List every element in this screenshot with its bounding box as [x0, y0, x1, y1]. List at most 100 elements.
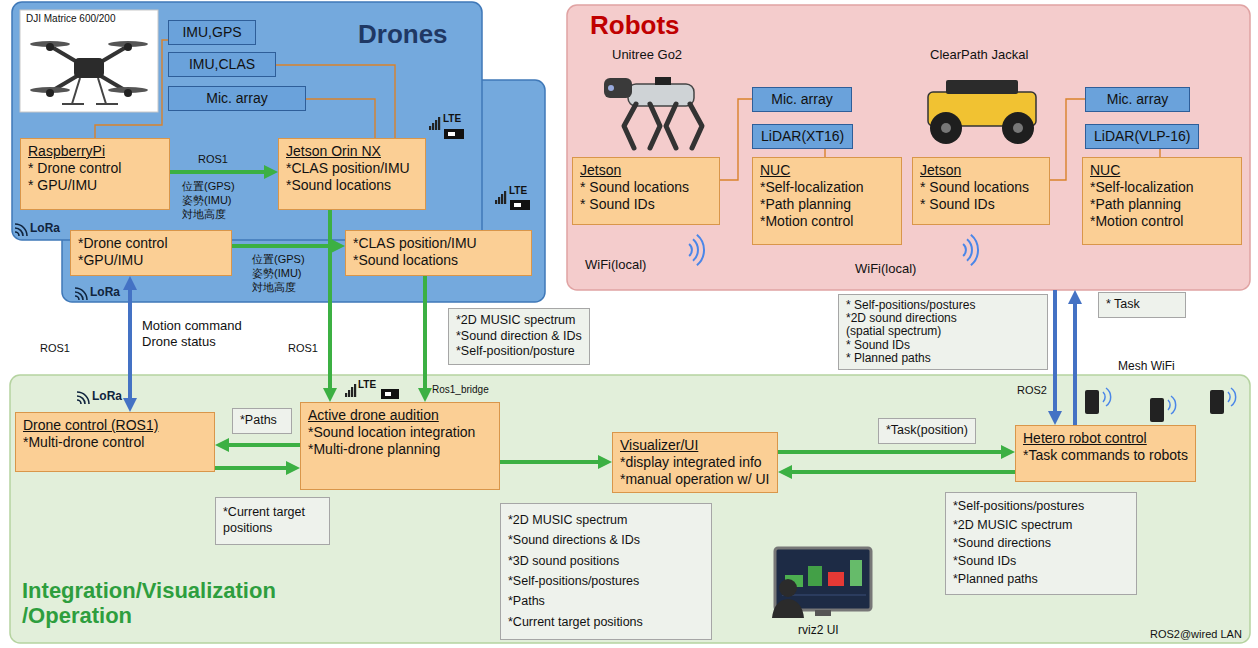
box-heading: Jetson Orin NX [286, 143, 381, 160]
lte-icon [501, 194, 503, 204]
lora-label: LoRa [90, 286, 120, 300]
monitor-picture [815, 610, 831, 616]
data-note: *Paths [232, 408, 292, 434]
rover-picture [1002, 112, 1034, 144]
edge-label: 位置(GPS) 姿勢(IMU) 対地高度 [252, 253, 312, 294]
process-box: Hetero robot control*Task commands to ro… [1015, 425, 1196, 482]
lte-icon [448, 132, 455, 136]
router-icon [1231, 388, 1236, 406]
box-text: *Sound location integration [308, 424, 475, 441]
box-text: * Sound IDs [580, 196, 655, 213]
router-icon [1150, 398, 1164, 422]
box-text: *Motion control [760, 213, 853, 230]
drone-photo [46, 89, 54, 97]
lora-icon [77, 392, 89, 404]
lora-icon [75, 296, 79, 300]
process-box: *CLAS position/IMU*Sound locations [345, 230, 532, 276]
note-text: *Task(position) [886, 423, 968, 439]
drone-photo [72, 78, 80, 104]
connector-line [720, 99, 752, 180]
router-icon [1085, 388, 1236, 422]
note-text: *2D MUSIC spectrum [456, 313, 575, 329]
lora-icon [75, 292, 83, 300]
note-text: *2D sound directions (spatial spectrum) [846, 312, 1040, 338]
wifi-icon [697, 235, 704, 266]
region-title: Drones [358, 20, 448, 50]
sensor-label: Mic. array [771, 91, 832, 108]
connector-arrow [328, 210, 332, 394]
connector-arrow [170, 170, 270, 174]
box-heading: RaspberryPi [28, 143, 105, 160]
lora-icon [75, 288, 87, 300]
note-text: *Sound directions & IDs [508, 533, 640, 549]
note-text: *3D sound positions [508, 554, 619, 570]
connector-arrow [500, 460, 604, 464]
note-text: *2D MUSIC spectrum [953, 518, 1072, 534]
network-label: ROS2@wired LAN [1150, 628, 1242, 641]
connector-line [306, 99, 375, 138]
data-note: * Self-positions/postures*2D sound direc… [838, 294, 1048, 370]
note-text: *Sound direction & IDs [456, 329, 582, 345]
robot-dog-picture [604, 78, 632, 98]
robot-dog-picture [666, 104, 676, 148]
rover-picture [941, 123, 951, 133]
sensor-box: Mic. array [752, 87, 852, 112]
protocol-label: ROS1 [288, 342, 318, 355]
box-heading: Drone control (ROS1) [23, 417, 158, 434]
lte-icon [438, 117, 440, 130]
wifi-icon [963, 244, 966, 256]
box-text: *CLAS position/IMU [286, 160, 410, 177]
robot-name: Unitree Go2 [612, 48, 682, 63]
process-box: Drone control (ROS1)*Multi-drone control [15, 412, 215, 472]
connector-arrow [786, 470, 1015, 474]
lora-label: LoRa [30, 222, 60, 236]
note-text: * Sound IDs [846, 339, 910, 352]
sensor-box: IMU,GPS [168, 20, 256, 45]
box-text: *Sound locations [353, 252, 458, 269]
connector-arrow [778, 450, 1007, 454]
protocol-label: Ros1_bridge [432, 384, 489, 396]
sensor-label: LiDAR(VLP-16) [1094, 128, 1190, 145]
network-label: WiFi(local) [585, 258, 646, 273]
sensor-label: LiDAR(XT16) [761, 128, 844, 145]
note-text: * Task [1106, 297, 1140, 313]
drone-photo [96, 103, 118, 105]
drone-photo [74, 58, 104, 78]
box-text: *Self-localization [760, 179, 864, 196]
monitor-picture [850, 560, 862, 586]
note-text: *Paths [240, 413, 277, 429]
lte-icon [504, 191, 506, 204]
connector-arrow [232, 244, 337, 248]
box-text: *Path planning [760, 196, 851, 213]
box-text: *manual operation w/ UI [620, 471, 769, 488]
box-text: * GPU/IMU [28, 177, 97, 194]
note-text: *Self-positions/postures [508, 574, 639, 590]
protocol-label: ROS2 [1017, 384, 1047, 397]
process-box: Active drone audition*Sound location int… [300, 402, 500, 490]
region-band: Integration/Visualization /OperationDron… [10, 375, 1250, 643]
lte-icon [498, 197, 500, 204]
wifi-icon [967, 239, 972, 260]
data-note: * Task [1098, 292, 1186, 318]
rover-picture [930, 112, 962, 144]
lte-label: LTE [358, 379, 376, 391]
process-box: Visualizer/UI*display integrated info*ma… [612, 432, 778, 493]
process-box: Jetson* Sound locations* Sound IDs [572, 157, 720, 225]
note-text: *Paths [508, 594, 545, 610]
lora-icon [77, 400, 81, 404]
process-box: Jetson* Sound locations* Sound IDs [912, 157, 1050, 225]
connector-arrow [223, 443, 300, 447]
sensor-label: IMU,GPS [182, 24, 241, 41]
data-note: *2D MUSIC spectrum*Sound direction & IDs… [448, 308, 590, 365]
edge-label: Motion command Drone status [142, 318, 257, 351]
connector-arrow [215, 466, 292, 470]
sensor-label: Mic. array [1107, 91, 1168, 108]
data-note: *Current target positions [215, 497, 330, 545]
lte-icon [381, 389, 399, 399]
box-heading: Visualizer/UI [620, 437, 698, 454]
lte-icon [514, 203, 521, 207]
lte-icon [348, 390, 350, 397]
lte-label: LTE [443, 113, 461, 125]
box-text: *display integrated info [620, 454, 762, 471]
